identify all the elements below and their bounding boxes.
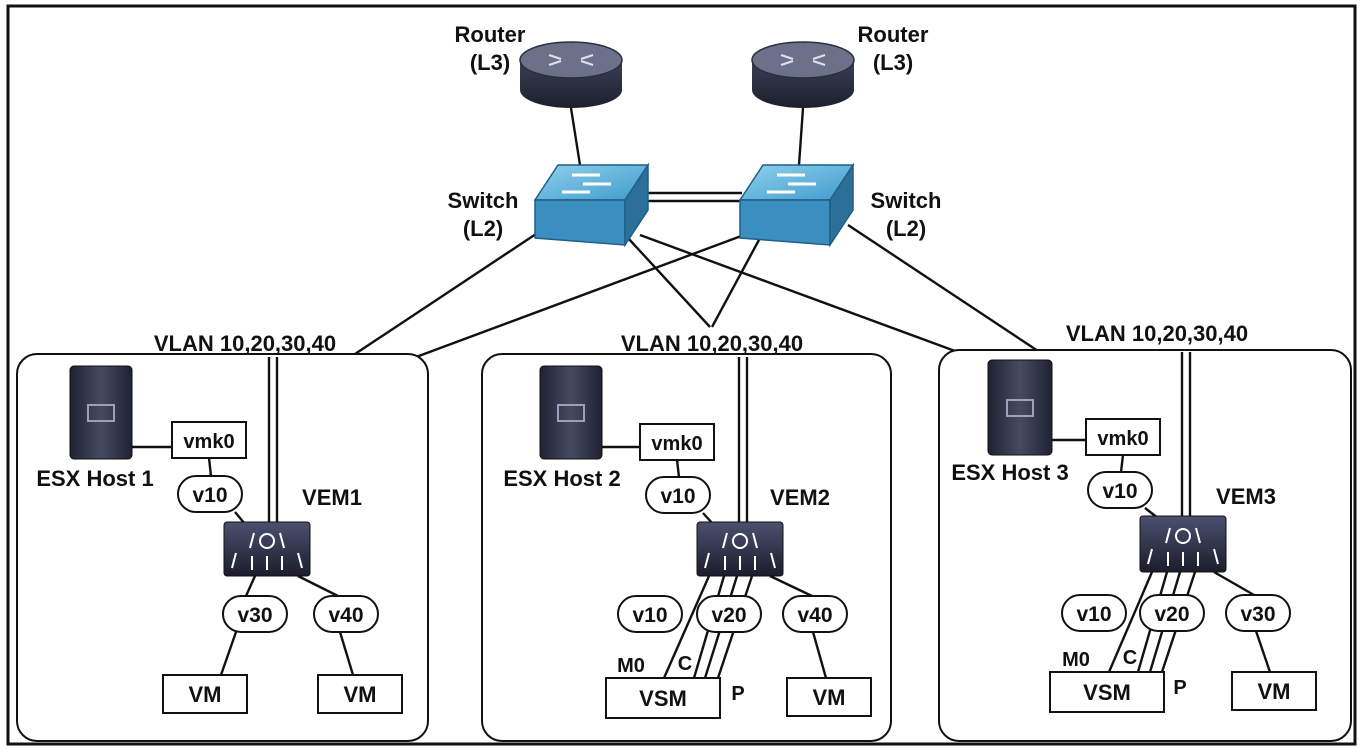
host-3-vlan-pill [1225,594,1291,632]
host-2-pill-3: v40 [797,604,832,627]
host-3-link-m0: M0 [1062,649,1090,671]
host-1-pill-1: v30 [237,604,272,627]
host-1-box-1: VM [189,682,222,707]
host-2-vm-box [786,677,872,717]
host-3-vlan-pill [1139,594,1205,632]
host-2-vlan-pill [782,595,848,633]
esx-host-2: VLAN 10,20,30,40 ESX Host 2 vmk0 v10 VEM… [481,331,892,742]
host-2-vmk-vlan-pill [645,476,711,514]
router-1-title: Router [455,22,526,47]
esx-host-1: VLAN 10,20,30,40 ESX Host 1 vmk0 v10 VEM… [16,331,429,742]
host-2-vmk-box [639,423,715,461]
host-3-link-c: C [1123,647,1137,669]
link-switch2-host3 [847,223,1039,353]
switch-1-layer: (L2) [463,216,503,241]
host-1-trunk-label: VLAN 10,20,30,40 [154,331,336,356]
link-router2-switch2 [797,107,805,166]
host-3-box-1: VSM [1083,680,1131,705]
router-1: Router (L3) [455,22,623,108]
links [351,107,1039,362]
host-3-pill-3: v30 [1240,603,1275,626]
host-1-pill-2: v40 [328,604,363,627]
host-3-vem-label: VEM3 [1216,484,1276,509]
host-2-vmk-label: vmk0 [651,433,702,455]
host-1-box-2: VM [344,682,377,707]
link-switch1-host1 [351,226,546,358]
host-1-vlan-pill [313,595,379,633]
host-1-vmk-vlan: v10 [192,484,227,507]
router-2-title: Router [858,22,929,47]
router-1-layer: (L3) [470,50,510,75]
host-3-trunk-label: VLAN 10,20,30,40 [1066,321,1248,346]
host-1-vmk-vlan-pill [177,475,243,513]
host-3-vmk-vlan: v10 [1102,480,1137,503]
host-2-link-m0: M0 [617,655,645,677]
host-2-pill-1: v10 [632,604,667,627]
switch-1-title: Switch [448,188,519,213]
host-2-name: ESX Host 2 [503,466,620,491]
router-2-layer: (L3) [873,50,913,75]
host-2-link-c: C [678,653,692,675]
host-3-vm-box [1231,671,1317,711]
link-switch2-host2 [710,237,762,328]
host-3-pill-2: v20 [1154,603,1189,626]
server-icon [539,365,603,460]
host-3-vmk-label: vmk0 [1097,428,1148,450]
host-3-link-p: P [1173,677,1186,699]
host-2-pill-2: v20 [711,604,746,627]
host-2-vmk-vlan: v10 [660,485,695,508]
host-2-box-1: VSM [639,686,687,711]
link-switch2-host1 [407,230,753,362]
host-3-vlan-pill [1061,594,1127,632]
host-2-vlan-pill [696,595,762,633]
host-2-vsm-box [605,677,721,719]
link-switch1-host2 [627,237,711,328]
host-1-vm-box [317,674,403,714]
switch-2-title: Switch [871,188,942,213]
link-router1-switch1 [569,107,582,166]
host-2-vlan-pill [617,595,683,633]
host-1-vem-label: VEM1 [302,485,362,510]
switch-2: Switch (L2) [738,162,942,248]
server-icon [69,365,133,460]
host-1-vlan-pill [222,595,288,633]
host-1-name: ESX Host 1 [36,466,153,491]
server-icon [987,359,1053,456]
switch-1: Switch (L2) [448,162,650,248]
host-3-name: ESX Host 3 [951,460,1068,485]
host-2-box-2: VM [813,685,846,710]
host-1-vm-box [162,674,248,714]
router-2: Router (L3) [751,22,929,108]
host-3-vsm-box [1049,671,1165,713]
host-2-vem-label: VEM2 [770,485,830,510]
outer-frame [6,4,1357,746]
host-3-vmk-box [1085,418,1161,456]
host-3-box-2: VM [1258,679,1291,704]
switch-2-layer: (L2) [886,216,926,241]
host-1-vmk-box [171,421,247,459]
host-2-link-p: P [731,683,744,705]
host-3-pill-1: v10 [1076,603,1111,626]
host-1-vmk-label: vmk0 [183,431,234,453]
host-2-trunk-label: VLAN 10,20,30,40 [621,331,803,356]
host-3-vmk-vlan-pill [1087,471,1153,509]
esx-host-3: VLAN 10,20,30,40 ESX Host 3 vmk0 v10 VEM… [938,321,1352,742]
